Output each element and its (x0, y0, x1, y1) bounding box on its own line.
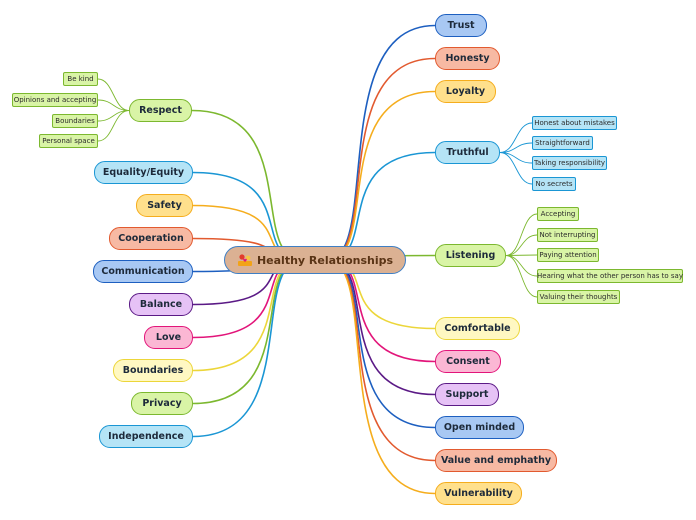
topic-honesty[interactable]: Honesty (435, 47, 500, 70)
topic-trust[interactable]: Trust (435, 14, 487, 37)
connector-line (326, 57, 436, 261)
connector-line (97, 99, 130, 111)
subtopic-personal-space[interactable]: Personal space (39, 134, 98, 148)
topic-comfortable[interactable]: Comfortable (435, 317, 520, 340)
topic-support[interactable]: Support (435, 383, 499, 406)
connector-line (326, 151, 436, 261)
connector-line (505, 255, 538, 277)
people-heart-icon (237, 254, 252, 266)
topic-love[interactable]: Love (144, 326, 193, 349)
connector-line (505, 234, 538, 256)
subtopic-paying-attention[interactable]: Paying attention (537, 248, 599, 262)
subtopic-taking-responsibility[interactable]: Taking responsibility (532, 156, 607, 170)
connector-line (505, 213, 538, 256)
connector-line (326, 90, 436, 261)
subtopic-boundaries[interactable]: Boundaries (52, 114, 98, 128)
connector-line (97, 110, 130, 142)
topic-value-and-emphathy[interactable]: Value and emphathy (435, 449, 557, 472)
subtopic-honest-about-mistakes[interactable]: Honest about mistakes (532, 116, 617, 130)
connector-line (192, 259, 304, 372)
topic-privacy[interactable]: Privacy (131, 392, 193, 415)
subtopic-valuing-their-thoughts[interactable]: Valuing their thoughts (537, 290, 620, 304)
topic-boundaries[interactable]: Boundaries (113, 359, 193, 382)
subtopic-opinions-and-accepting[interactable]: Opinions and accepting (12, 93, 98, 107)
subtopic-straightforward[interactable]: Straightforward (532, 136, 593, 150)
subtopic-accepting[interactable]: Accepting (537, 207, 579, 221)
connector-line (499, 152, 533, 185)
topic-truthful[interactable]: Truthful (435, 141, 500, 164)
topic-consent[interactable]: Consent (435, 350, 501, 373)
central-topic-label: Healthy Relationships (256, 253, 394, 267)
topic-listening[interactable]: Listening (435, 244, 506, 267)
connector-line (499, 142, 533, 153)
connector-line (505, 255, 538, 298)
subtopic-be-kind[interactable]: Be kind (63, 72, 98, 86)
topic-vulnerability[interactable]: Vulnerability (435, 482, 522, 505)
connector-line (97, 78, 130, 111)
connector-line (499, 122, 533, 153)
topic-balance[interactable]: Balance (129, 293, 193, 316)
subtopic-hearing-what-the-other-person-has-to-say[interactable]: Hearing what the other person has to say (537, 269, 683, 283)
topic-safety[interactable]: Safety (136, 194, 193, 217)
connector-line (326, 259, 436, 429)
topic-communication[interactable]: Communication (93, 260, 193, 283)
topic-loyalty[interactable]: Loyalty (435, 80, 496, 103)
topic-respect[interactable]: Respect (129, 99, 192, 122)
topic-independence[interactable]: Independence (99, 425, 193, 448)
connector-line (192, 259, 304, 438)
topic-open-minded[interactable]: Open minded (435, 416, 524, 439)
connector-line (326, 259, 436, 363)
connector-line (192, 259, 304, 405)
topic-cooperation[interactable]: Cooperation (109, 227, 193, 250)
connector-line (505, 254, 538, 256)
subtopic-no-secrets[interactable]: No secrets (532, 177, 576, 191)
subtopic-not-interrupting[interactable]: Not interrupting (537, 228, 598, 242)
central-topic[interactable]: Healthy Relationships (224, 246, 406, 274)
topic-equality-equity[interactable]: Equality/Equity (94, 161, 193, 184)
